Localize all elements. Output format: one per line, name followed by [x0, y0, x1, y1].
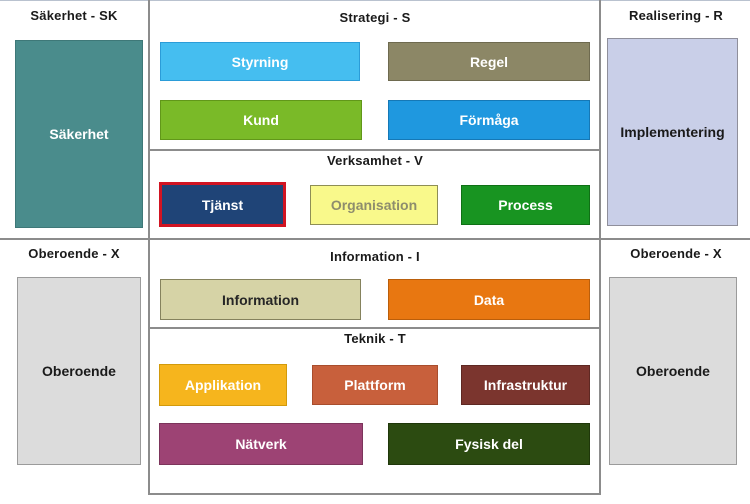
vertical-divider-right [599, 0, 601, 494]
header-sakerhet: Säkerhet - SK [30, 8, 118, 23]
header-oberoende-left: Oberoende - X [28, 246, 120, 261]
box-oberoende-left[interactable]: Oberoende [17, 277, 141, 465]
header-information: Information - I [330, 249, 420, 264]
header-teknik: Teknik - T [344, 331, 406, 346]
horizontal-divider-bottom [148, 493, 601, 495]
horizontal-divider-strategi-verksamhet [148, 149, 601, 151]
top-border-line [0, 0, 750, 1]
box-organisation[interactable]: Organisation [310, 185, 438, 225]
horizontal-divider-information-teknik [148, 327, 601, 329]
box-oberoende-right[interactable]: Oberoende [609, 277, 737, 465]
box-implementering[interactable]: Implementering [607, 38, 738, 226]
box-natverk[interactable]: Nätverk [159, 423, 363, 465]
box-applikation[interactable]: Applikation [159, 364, 287, 406]
box-process[interactable]: Process [461, 185, 590, 225]
box-sakerhet[interactable]: Säkerhet [15, 40, 143, 228]
header-strategi: Strategi - S [339, 10, 411, 25]
horizontal-divider-full [0, 238, 750, 240]
box-regel[interactable]: Regel [388, 42, 590, 81]
header-verksamhet: Verksamhet - V [326, 153, 423, 168]
box-information[interactable]: Information [160, 279, 361, 320]
box-styrning[interactable]: Styrning [160, 42, 360, 81]
box-fysisk-del[interactable]: Fysisk del [388, 423, 590, 465]
header-realisering: Realisering - R [628, 8, 724, 23]
vertical-divider-left [148, 0, 150, 494]
box-plattform[interactable]: Plattform [312, 365, 438, 405]
box-tjanst-selected[interactable]: Tjänst [159, 182, 286, 227]
box-formaga[interactable]: Förmåga [388, 100, 590, 140]
box-data[interactable]: Data [388, 279, 590, 320]
box-kund[interactable]: Kund [160, 100, 362, 140]
box-infrastruktur[interactable]: Infrastruktur [461, 365, 590, 405]
header-oberoende-right: Oberoende - X [630, 246, 722, 261]
